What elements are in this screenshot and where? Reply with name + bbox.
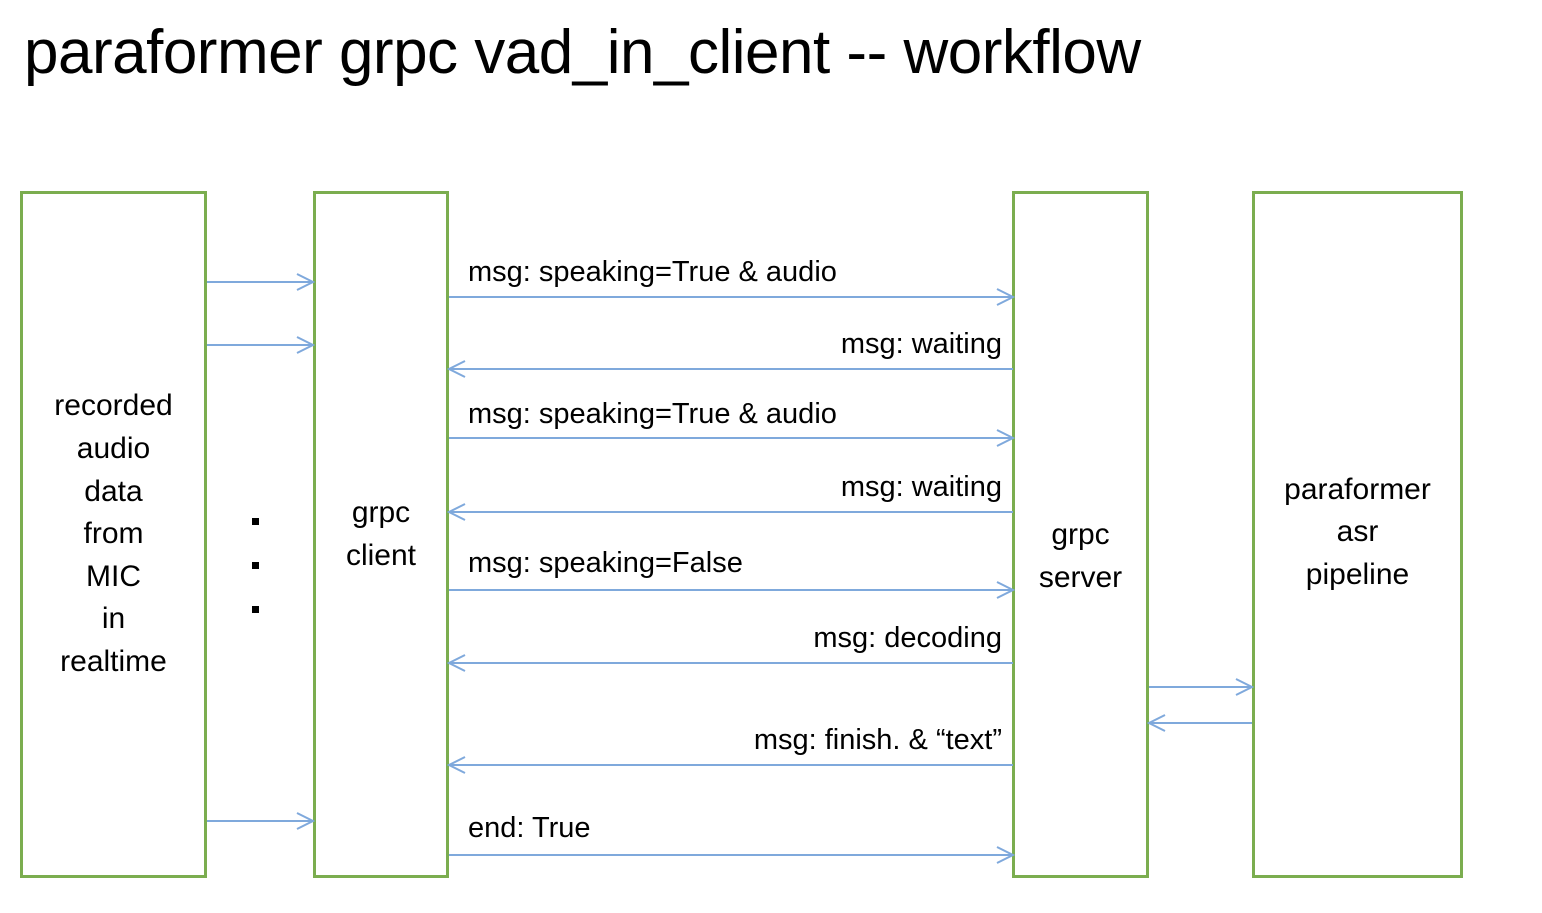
vertical-dots-icon: [252, 518, 266, 613]
dot-icon: [252, 518, 259, 525]
arrowhead-left-icon: [447, 502, 467, 522]
arrowhead-right-icon: [1234, 677, 1254, 697]
arrowhead-left-icon: [447, 755, 467, 775]
lane-grpc-server: grpc server: [1012, 191, 1149, 878]
arrowhead-right-icon: [995, 428, 1015, 448]
lane-label-client: grpc client: [345, 495, 417, 572]
lane-label-source: recorded audio data from MIC in realtime: [54, 389, 173, 678]
arrowhead-right-icon: [295, 335, 315, 355]
message-label-m4: msg: waiting: [840, 471, 1002, 503]
arrowhead-right-icon: [995, 287, 1015, 307]
lane-paraformer-asr-pipeline: paraformer asr pipeline: [1252, 191, 1463, 878]
arrow-shaft: [449, 662, 1013, 664]
arrow-shaft: [449, 854, 1013, 856]
arrow-shaft: [449, 368, 1013, 370]
arrow-shaft: [449, 511, 1013, 513]
arrow-shaft: [449, 296, 1013, 298]
arrow-shaft: [1149, 722, 1252, 724]
arrowhead-right-icon: [995, 580, 1015, 600]
message-label-m5: msg: speaking=False: [468, 547, 743, 579]
message-label-m6: msg: decoding: [813, 622, 1002, 654]
arrow-shaft: [449, 764, 1013, 766]
arrow-shaft: [449, 437, 1013, 439]
lane-grpc-client: grpc client: [313, 191, 449, 878]
arrow-shaft: [449, 589, 1013, 591]
arrow-shaft: [207, 281, 313, 283]
message-label-m2: msg: waiting: [840, 328, 1002, 360]
page-title: paraformer grpc vad_in_client -- workflo…: [24, 18, 1141, 87]
dot-icon: [252, 562, 259, 569]
arrow-shaft: [1149, 686, 1252, 688]
arrowhead-left-icon: [447, 359, 467, 379]
dot-icon: [252, 606, 259, 613]
lane-label-server: grpc server: [1038, 517, 1123, 594]
arrowhead-left-icon: [1147, 713, 1167, 733]
arrowhead-right-icon: [995, 845, 1015, 865]
message-label-m1: msg: speaking=True & audio: [468, 256, 837, 288]
message-label-m3: msg: speaking=True & audio: [468, 398, 837, 430]
lane-label-pipeline: paraformer asr pipeline: [1284, 472, 1431, 591]
arrowhead-left-icon: [447, 653, 467, 673]
message-label-m8: end: True: [468, 812, 591, 844]
arrow-shaft: [207, 820, 313, 822]
lane-recorded-audio: recorded audio data from MIC in realtime: [20, 191, 207, 878]
arrowhead-right-icon: [295, 811, 315, 831]
arrowhead-right-icon: [295, 272, 315, 292]
arrow-shaft: [207, 344, 313, 346]
message-label-m7: msg: finish. & “text”: [753, 724, 1002, 756]
